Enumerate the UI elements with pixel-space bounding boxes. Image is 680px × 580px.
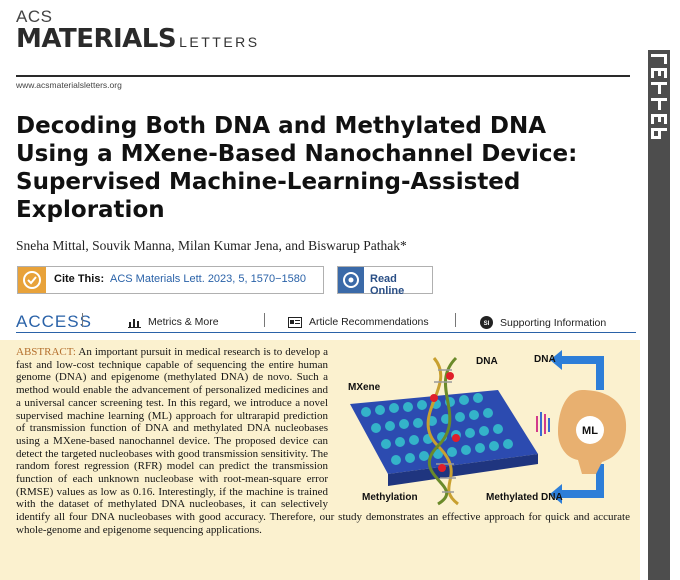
metrics-separator	[264, 313, 265, 327]
metrics-more-link[interactable]: Metrics & More	[128, 316, 219, 328]
metrics-more-label: Metrics & More	[148, 316, 219, 328]
author-list: Sneha Mittal, Souvik Manna, Milan Kumar …	[16, 238, 407, 253]
abstract: ML DNA DNA MXene Methylation Methylated …	[16, 346, 630, 537]
document-list-icon	[288, 316, 302, 328]
dna-right-label: DNA	[534, 354, 556, 365]
logo-letters: LETTERS	[179, 34, 260, 50]
journal-logo: ACS MATERIALS LETTERS	[16, 8, 260, 52]
signal-bars-graphic	[536, 412, 550, 436]
citation-link[interactable]: ACS Materials Lett. 2023, 5, 1570−1580	[110, 273, 306, 285]
access-separator	[82, 313, 83, 327]
dna-helix-graphic	[426, 356, 460, 506]
si-badge-icon: SI	[480, 316, 493, 329]
checkmark-badge-icon	[18, 267, 46, 293]
mxene-label: MXene	[348, 382, 381, 393]
abstract-body: An important pursuit in medical research…	[16, 346, 630, 536]
methylation-label: Methylation	[362, 492, 418, 503]
access-rule	[16, 332, 636, 333]
toc-graphic: ML DNA DNA MXene Methylation Methylated …	[338, 346, 630, 506]
ml-label: ML	[582, 425, 598, 437]
mxene-slab-graphic	[350, 390, 538, 486]
article-title: Decoding Both DNA and Methylated DNA Usi…	[16, 113, 578, 223]
read-online-label: Read Online	[370, 273, 405, 297]
read-online-button[interactable]: Read Online	[337, 266, 433, 297]
logo-materials: MATERIALS	[16, 24, 177, 54]
globe-icon	[338, 267, 364, 293]
bar-chart-icon	[128, 318, 141, 328]
methylated-dna-label: Methylated DNA	[486, 492, 563, 503]
dna-top-label: DNA	[476, 356, 498, 367]
supporting-information-link[interactable]: SI Supporting Information	[480, 316, 606, 329]
article-recommendations-label: Article Recommendations	[309, 316, 429, 328]
article-type-sidebar	[648, 50, 670, 580]
cite-label: Cite This:	[54, 273, 105, 285]
journal-url[interactable]: www.acsmaterialsletters.org	[16, 80, 122, 90]
abstract-keyword: ABSTRACT:	[16, 346, 76, 358]
article-recommendations-link[interactable]: Article Recommendations	[288, 316, 429, 328]
ml-head-graphic: ML	[558, 390, 627, 474]
flow-arrows-graphic	[550, 350, 604, 504]
logo-acs: ACS	[16, 7, 53, 26]
cite-this-box[interactable]: Cite This: ACS Materials Lett. 2023, 5, …	[17, 266, 324, 294]
recommendations-separator	[455, 313, 456, 327]
access-heading: ACCESS	[16, 312, 92, 331]
supporting-information-label: Supporting Information	[500, 316, 607, 329]
svg-text:SI: SI	[484, 321, 490, 327]
letter-vertical-graphic	[651, 54, 667, 139]
header-rule	[16, 75, 630, 77]
